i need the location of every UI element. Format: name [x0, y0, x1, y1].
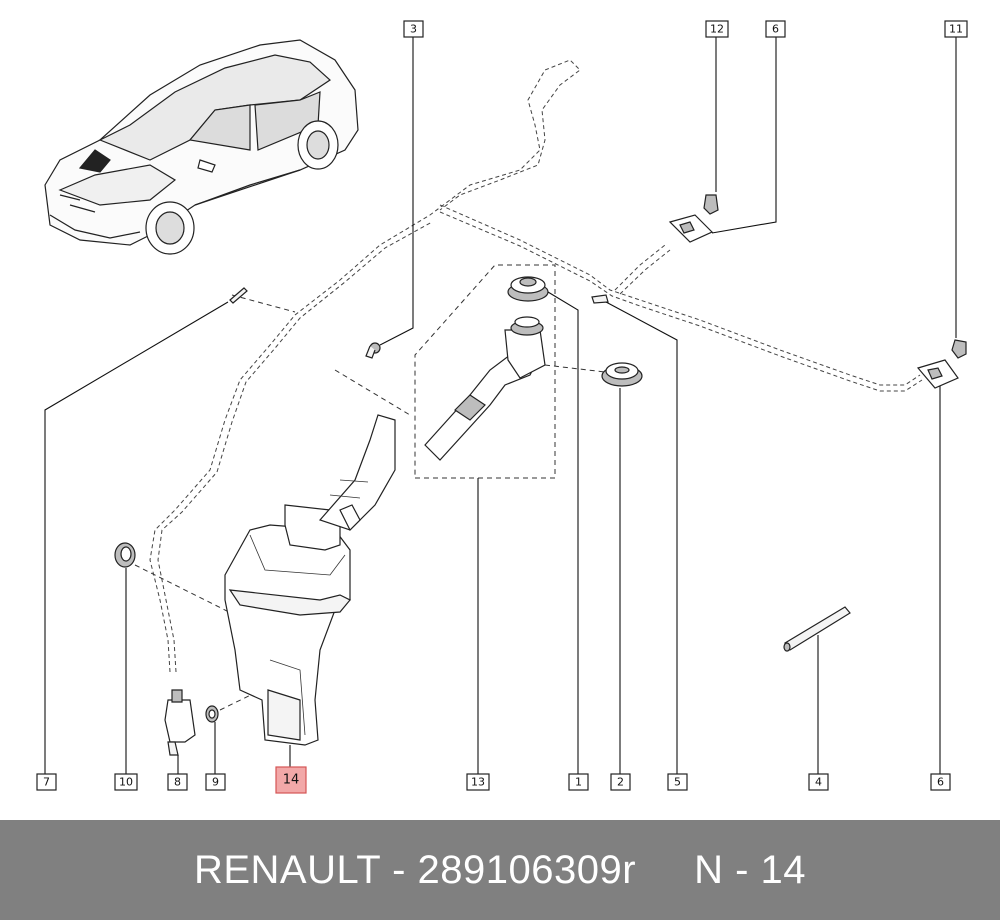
- svg-text:10: 10: [119, 776, 133, 789]
- svg-text:5: 5: [674, 776, 681, 789]
- callout-3: 3: [403, 20, 424, 38]
- svg-text:11: 11: [949, 23, 963, 36]
- svg-text:4: 4: [815, 776, 822, 789]
- callout-8: 8: [167, 773, 188, 791]
- washer-hose-routing: [149, 59, 923, 673]
- car-illustration: [44, 39, 359, 255]
- grommet-2: [601, 362, 643, 387]
- callout-13: 13: [466, 773, 490, 791]
- callout-1: 1: [568, 773, 589, 791]
- assembly-dashed-lines: [134, 264, 606, 711]
- callout-4: 4: [808, 773, 829, 791]
- svg-text:8: 8: [174, 776, 181, 789]
- svg-text:6: 6: [772, 23, 779, 36]
- svg-text:1: 1: [575, 776, 582, 789]
- svg-text:7: 7: [43, 776, 50, 789]
- callout-9: 9: [205, 773, 226, 791]
- parts-diagram: 3 12 6 11 7 10 8 9 14 13 1 2 5 4 6: [36, 20, 968, 794]
- svg-text:12: 12: [710, 23, 724, 36]
- callout-6-lower: 6: [930, 773, 951, 791]
- svg-text:3: 3: [410, 23, 417, 36]
- callout-6-upper: 6: [765, 20, 786, 38]
- svg-text:2: 2: [617, 776, 624, 789]
- callout-10: 10: [114, 773, 138, 791]
- filler-pipe: [424, 276, 549, 461]
- callout-14: 14: [275, 766, 307, 794]
- callout-5: 5: [667, 773, 688, 791]
- small-parts: [114, 194, 967, 756]
- leader-lines: [44, 37, 957, 776]
- callout-2: 2: [610, 773, 631, 791]
- svg-text:9: 9: [212, 776, 219, 789]
- callout-11: 11: [944, 20, 968, 38]
- washer-reservoir: [224, 414, 396, 746]
- footer-part-number: RENAULT - 289106309r N - 14: [193, 847, 807, 892]
- footer-bar: RENAULT - 289106309r N - 14: [0, 820, 1000, 920]
- callout-7: 7: [36, 773, 57, 791]
- svg-text:14: 14: [283, 773, 300, 788]
- svg-text:6: 6: [937, 776, 944, 789]
- callout-12: 12: [705, 20, 729, 38]
- svg-text:13: 13: [471, 776, 485, 789]
